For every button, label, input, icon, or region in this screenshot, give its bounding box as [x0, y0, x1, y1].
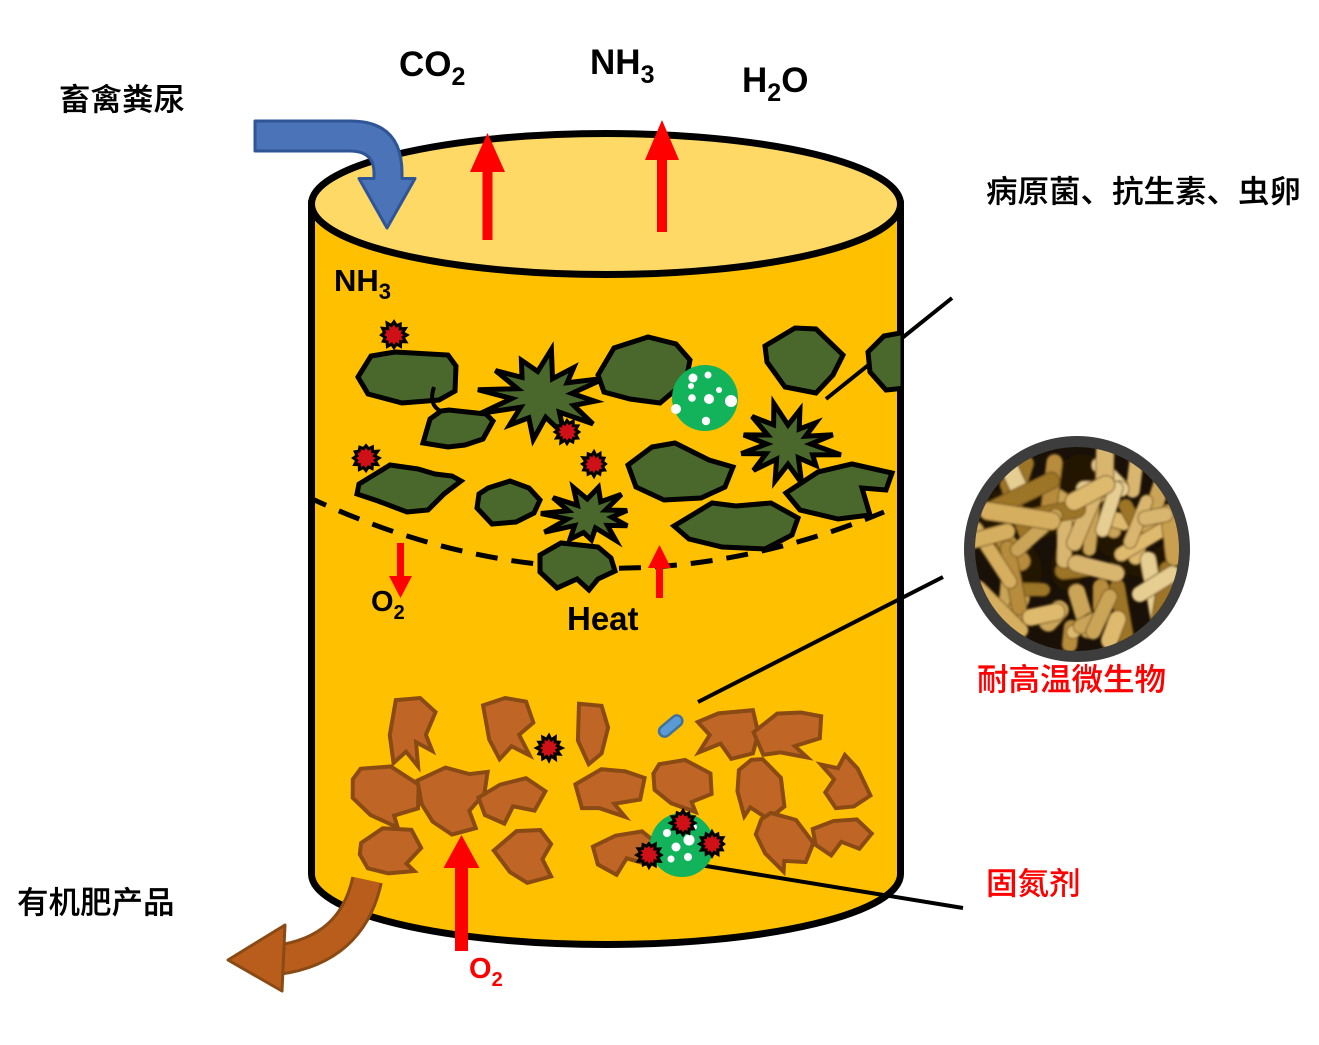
svg-text:O2: O2: [371, 586, 405, 624]
svg-text:NH3: NH3: [334, 263, 391, 304]
svg-text:Heat: Heat: [567, 600, 639, 637]
